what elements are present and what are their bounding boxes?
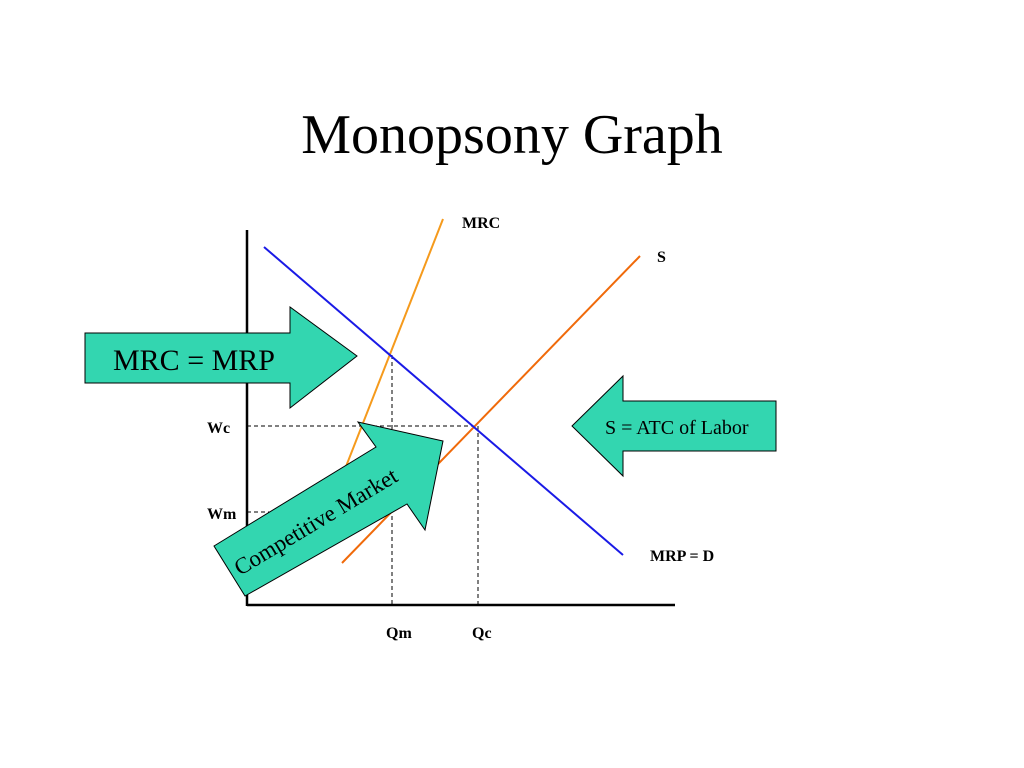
demand-label: MRP = D xyxy=(650,548,714,565)
wm-label: Wm xyxy=(207,506,237,523)
mrc-label: MRC xyxy=(462,215,500,232)
mrc-mrp-text: MRC = MRP xyxy=(113,344,275,377)
demand-curve xyxy=(263,246,624,556)
supply-atc-arrow xyxy=(571,374,777,478)
mrc-mrp-arrow xyxy=(84,306,358,410)
supply-label: S xyxy=(657,249,666,266)
wc-label: Wc xyxy=(207,420,230,437)
qm-label: Qm xyxy=(386,625,412,642)
qc-label: Qc xyxy=(472,625,492,642)
slide-title: Monopsony Graph xyxy=(301,104,723,166)
supply-atc-text: S = ATC of Labor xyxy=(605,417,749,439)
competitive-market-arrow xyxy=(213,421,444,597)
